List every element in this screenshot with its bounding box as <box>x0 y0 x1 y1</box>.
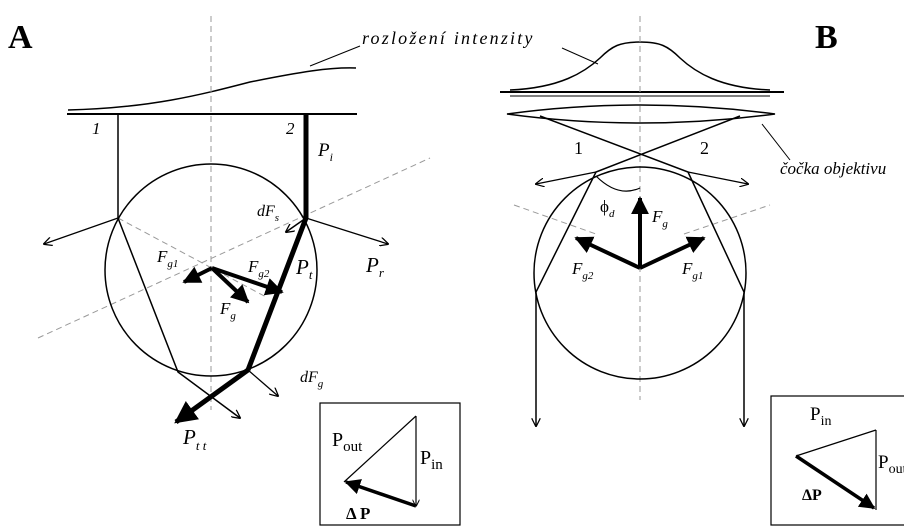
momentum-inset-b: Pin Pout ΔP <box>770 395 904 526</box>
df-s-arrow <box>286 217 307 232</box>
f-g2-arrow-b <box>574 236 641 270</box>
f-g2-label-b: Fg2 <box>571 259 594 282</box>
intensity-label-leader-b <box>561 47 599 65</box>
inset-a-p-out <box>343 415 417 483</box>
inset-a-delta-p <box>344 479 417 508</box>
lens-label-leader <box>761 123 791 161</box>
objective-lens <box>506 104 776 124</box>
beam-1-label-b: 1 <box>574 138 583 158</box>
diagonal-axis-b2 <box>683 204 771 235</box>
beam-2-ray-b <box>536 115 741 426</box>
inset-b-delta-p-label: ΔP <box>802 487 822 504</box>
beam-2-label-b: 2 <box>700 138 709 158</box>
inset-a-delta-p-label: Δ P <box>346 504 370 523</box>
diagonal-axis-a2 <box>117 217 269 299</box>
reflection-left-b <box>536 171 597 184</box>
df-s-label: dFs <box>257 203 279 224</box>
p-i-label: Pi <box>317 140 333 164</box>
p-tt-label: Pt t <box>182 425 207 453</box>
momentum-inset-a: Pout Pin Δ P <box>319 402 461 526</box>
panel-b-letter: B <box>815 19 838 56</box>
f-g1-arrow <box>182 266 213 284</box>
panel-a-letter: A <box>8 19 33 56</box>
df-g-arrow <box>247 369 278 396</box>
diagonal-axis-b1 <box>513 204 597 235</box>
inset-a-p-out-label: Pout <box>332 429 363 455</box>
beam-1-reflection-a <box>44 217 119 244</box>
p-tt-arrow <box>174 367 250 425</box>
intensity-profile-a <box>67 67 357 111</box>
beam-1-ray-b <box>539 115 744 426</box>
inset-b-p-out-label: Pout <box>878 452 904 477</box>
intensity-label: rozložení intenzity <box>362 28 535 48</box>
particle-sphere-a <box>104 163 318 377</box>
f-g1-arrow-b <box>639 236 706 270</box>
p-t-label: Pt <box>295 255 313 282</box>
panel-a: A 1 2 Pi dFs Pt Pr Fg1 Fg2 Fg dFg <box>8 16 461 526</box>
phi-d-label: ϕd <box>600 197 615 220</box>
inset-b-delta-p <box>795 454 876 510</box>
reflection-right-b <box>687 171 748 184</box>
panel-b: B rozložení intenzity čočka objektivu 1 <box>309 16 904 526</box>
f-g-label-a: Fg <box>219 299 236 322</box>
f-g1-label-a: Fg1 <box>156 247 178 270</box>
particle-sphere-b <box>533 166 747 380</box>
f-g-arrow <box>210 266 250 304</box>
intensity-label-leader-a <box>309 45 361 67</box>
beam-1-label-a: 1 <box>92 119 101 138</box>
diagonal-axis-a1 <box>37 157 431 339</box>
f-g2-arrow <box>211 266 284 296</box>
beam-1-ray-a <box>117 114 240 418</box>
f-g-label-b: Fg <box>651 207 668 230</box>
inset-a-p-in-label: Pin <box>420 447 443 473</box>
p-r-label: Pr <box>365 253 385 280</box>
inset-b-frame <box>770 395 904 526</box>
inset-b-p-in <box>795 429 877 457</box>
f-g2-label-a: Fg2 <box>247 257 270 280</box>
df-g-label: dFg <box>300 369 324 390</box>
beam-2-label-a: 2 <box>286 119 295 138</box>
inset-a-frame <box>319 402 461 526</box>
p-r-arrow <box>305 217 388 244</box>
f-g1-label-b: Fg1 <box>681 259 703 282</box>
lens-label: čočka objektivu <box>780 159 886 178</box>
angle-phi-arc <box>595 175 641 192</box>
inset-b-p-in-label: Pin <box>810 404 831 429</box>
